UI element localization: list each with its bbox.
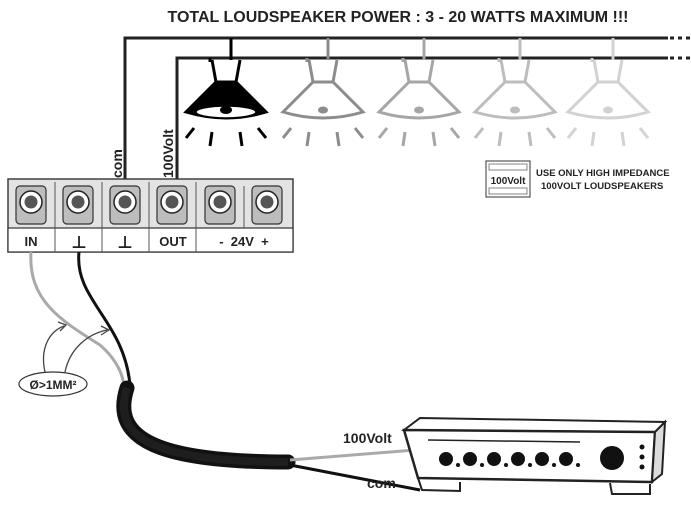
amp-com-wire <box>289 463 421 492</box>
cable-spec-label: Ø>1MM² <box>29 378 76 392</box>
notice-line-1: USE ONLY HIGH IMPEDANCE <box>536 168 670 179</box>
amplifier-knob-icon <box>439 452 460 467</box>
notice-badge-text: 100Volt <box>491 176 526 187</box>
amplifier-side <box>650 419 667 485</box>
100volt-wire-label: 100Volt <box>160 129 176 178</box>
terminal-label-in: IN <box>25 234 38 249</box>
terminal-screw-icon <box>251 185 283 225</box>
terminal-screw-icon <box>204 185 236 225</box>
amplifier-knob-icon <box>463 452 484 467</box>
amp-100volt-label: 100Volt <box>343 430 392 446</box>
terminal-label-ground-2: ⊥ <box>117 233 133 252</box>
terminal-screw-icon <box>15 185 47 225</box>
speaker-icon <box>376 38 462 147</box>
main-cable <box>116 380 296 470</box>
terminal-screw-icon <box>62 185 94 225</box>
speaker-bus <box>123 36 690 182</box>
speaker-icon <box>472 38 558 147</box>
bus-com-line <box>123 36 668 182</box>
amplifier-knob-icon <box>511 452 532 467</box>
amplifier <box>401 416 668 495</box>
terminal-label-24v: - 24V + <box>219 234 269 249</box>
terminal-screw-icon <box>109 185 141 225</box>
volume-knob-icon <box>600 446 624 470</box>
bus-100v-line <box>175 56 668 182</box>
cable-spec-ellipse <box>18 371 88 397</box>
amplifier-knob-icon <box>487 452 508 467</box>
cable-spec-callout <box>42 321 111 373</box>
speaker-icon <box>565 38 651 147</box>
amplifier-knob-icon <box>535 452 556 467</box>
notice-line-2: 100VOLT LOUDSPEAKERS <box>541 181 663 192</box>
com-wire-label: com <box>109 149 125 178</box>
terminal-label-out: OUT <box>159 234 187 249</box>
high-impedance-notice: 100Volt USE ONLY HIGH IMPEDANCE 100VOLT … <box>485 160 670 198</box>
power-led-icon <box>639 444 645 450</box>
terminal-block: IN ⊥ ⊥ OUT - 24V + <box>7 178 294 253</box>
amplifier-knob-icon <box>559 452 580 467</box>
speaker-group <box>183 38 651 147</box>
input-ground-wire <box>77 251 132 386</box>
diagram-title: TOTAL LOUDSPEAKER POWER : 3 - 20 WATTS M… <box>167 9 628 26</box>
input-signal-wire <box>29 251 126 386</box>
speaker-icon <box>280 38 366 147</box>
notice-badge-box <box>485 160 531 198</box>
terminal-label-ground-1: ⊥ <box>71 233 87 252</box>
amp-com-label: com <box>367 475 396 491</box>
speaker-icon <box>183 38 269 147</box>
terminal-screw-icon <box>156 185 188 225</box>
